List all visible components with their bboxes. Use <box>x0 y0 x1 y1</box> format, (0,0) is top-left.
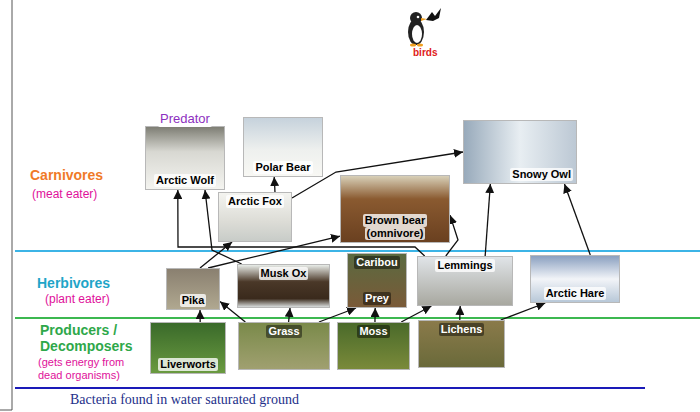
animal-photo-box: Pika <box>166 268 220 310</box>
animal-label: Brown bear <box>363 214 428 227</box>
animal-label: Pika <box>180 294 207 307</box>
category-label: (meat eater) <box>32 187 97 201</box>
animal-photo-box: PredatorArctic Wolf <box>145 126 225 190</box>
label-holder: Carnivores <box>30 167 103 184</box>
animal-label: Liverworts <box>158 358 218 371</box>
animal-label: Lemmings <box>435 259 494 272</box>
animal-label: Arctic Hare <box>544 287 607 300</box>
label-holder: Herbivores <box>37 275 110 292</box>
animal-photo-box: CaribouPrey <box>347 253 407 308</box>
food-arrow <box>199 310 200 322</box>
animal-label: Lichens <box>439 323 485 336</box>
food-arrow <box>459 306 461 320</box>
animal-label: Arctic Fox <box>226 195 284 208</box>
label-holder: birds <box>413 47 437 59</box>
food-arrow <box>564 184 590 255</box>
penguin-eye <box>417 16 420 19</box>
connector-group <box>178 152 591 322</box>
category-label: Producers / Decomposers <box>40 322 148 354</box>
label-holder: (plant eater) <box>45 292 110 306</box>
animal-photo-box: Polar Bear <box>243 117 323 177</box>
animal-photo-box: Moss <box>337 322 410 370</box>
food-arrow <box>485 184 490 256</box>
animal-photo-box: Musk Ox <box>237 264 330 308</box>
animal-label: Snowy Owl <box>510 168 573 181</box>
food-arrow <box>319 308 356 322</box>
penguin-head <box>410 12 422 24</box>
animal-label: Arctic Wolf <box>154 174 216 187</box>
animal-photo-box: Arctic Fox <box>218 192 292 242</box>
heading-holder: Predator <box>146 111 224 127</box>
flying-bird <box>426 8 441 21</box>
animal-label: Caribou <box>354 256 400 269</box>
label-holder: (gets energy from dead organisms) <box>38 356 148 382</box>
animal-label: Musk Ox <box>259 267 309 280</box>
animal-label: Moss <box>357 325 389 338</box>
animal-label: Polar Bear <box>253 161 312 174</box>
animal-photo-box: Brown bear(omnivore) <box>340 175 450 243</box>
food-arrow <box>200 242 232 268</box>
label-holder: (meat eater) <box>32 187 97 201</box>
category-label: (gets energy from dead organisms) <box>38 356 148 382</box>
category-label: Carnivores <box>30 167 103 184</box>
food-arrow <box>274 177 276 192</box>
frame-line <box>12 0 13 410</box>
producer-band-line <box>15 317 700 319</box>
birds-icon <box>408 8 441 47</box>
label-holder: Producers / Decomposers <box>40 322 148 354</box>
frame-line <box>0 410 12 411</box>
animal-label: Grass <box>266 325 301 338</box>
category-label: Bacteria found in water saturated ground <box>70 392 299 409</box>
animal-photo-box: Grass <box>238 322 330 370</box>
animal-photo-box: Arctic Hare <box>530 255 620 303</box>
animal-photo-box: Lemmings <box>417 256 513 306</box>
category-label: (plant eater) <box>45 292 110 306</box>
category-label: birds <box>413 47 437 59</box>
animal-label: Prey <box>363 292 391 305</box>
animal-photo-box: Lichens <box>418 320 505 368</box>
food-arrow <box>289 308 290 322</box>
animal-label: (omnivore) <box>365 227 426 240</box>
penguin-belly <box>412 25 422 43</box>
role-heading: Predator <box>158 111 212 127</box>
label-holder: Bacteria found in water saturated ground <box>70 392 299 409</box>
penguin-foot <box>410 44 416 47</box>
animal-photo-box: Snowy Owl <box>463 120 577 184</box>
herbivore-band-line <box>15 250 700 252</box>
bacteria-band-line <box>15 387 645 389</box>
animal-photo-box: Liverworts <box>150 322 226 374</box>
penguin-foot <box>417 44 423 47</box>
penguin-beak <box>421 18 427 21</box>
food-arrow <box>374 308 376 322</box>
category-label: Herbivores <box>37 275 110 292</box>
